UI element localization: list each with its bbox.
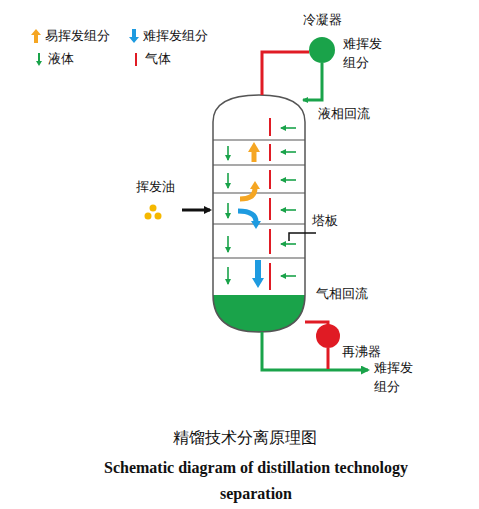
legend-swatch	[130, 51, 142, 67]
tray-label: 塔板	[312, 212, 352, 231]
legend-text: 气体	[145, 50, 171, 68]
legend-item: 液体	[33, 50, 74, 68]
caption-english: Schematic diagram of distillation techno…	[70, 455, 442, 507]
legend-swatch	[30, 28, 42, 44]
output-label: 难挥发组分	[343, 35, 387, 73]
equipment-label: 冷凝器	[298, 12, 346, 29]
legend-text: 液体	[48, 50, 74, 68]
legend-swatch	[128, 28, 140, 44]
equipment-label: 再沸器	[342, 344, 381, 361]
reflux-label: 气相回流	[316, 285, 386, 304]
legend-item: 气体	[130, 50, 171, 68]
legend-text: 易挥发组分	[45, 27, 110, 45]
caption: 精馏技术分离原理图	[100, 426, 390, 449]
feed-label: 挥发油	[136, 178, 196, 197]
legend-item: 难挥发组分	[128, 27, 208, 45]
output-label: 难挥发组分	[374, 359, 418, 397]
equipment-node: 再沸器	[314, 322, 394, 366]
legend-item: 易挥发组分	[30, 27, 110, 45]
reflux-label: 液相回流	[318, 105, 388, 124]
legend-text: 难挥发组分	[143, 27, 208, 45]
legend-swatch	[33, 51, 45, 67]
equipment-node: 冷凝器	[298, 12, 346, 64]
